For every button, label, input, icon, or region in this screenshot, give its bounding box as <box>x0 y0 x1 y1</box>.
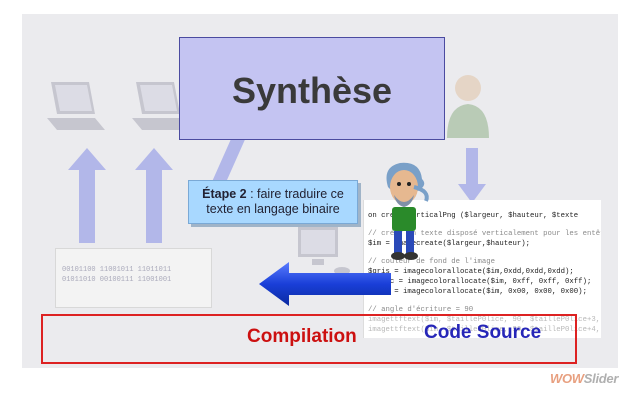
step-number: Étape 2 <box>202 187 247 201</box>
code-line: $im = imagecreate($largeur,$hauteur); <box>368 240 531 248</box>
code-line: $gris = imagecolorallocate($im,0xdd,0xdd… <box>368 268 574 276</box>
up-arrow-icon <box>135 148 173 243</box>
laptop-icon <box>47 82 105 130</box>
programmer-character <box>386 162 429 260</box>
step-callout: Étape 2 : faire traduire ce texte en lan… <box>188 180 358 224</box>
step-description: : faire traduire ce texte en langage bin… <box>206 187 344 216</box>
compilation-frame <box>41 314 577 364</box>
code-line: on createVerticalPng ($largeur, $hauteur… <box>368 212 579 220</box>
watermark-part2: Slider <box>583 371 619 386</box>
code-line: // angle d'écriture = 90 <box>368 306 474 314</box>
code-line: $blanc = imagecolorallocate($im, 0xff, 0… <box>368 278 592 286</box>
watermark-part1: WOW <box>550 371 584 386</box>
title-box: Synthèse <box>179 37 445 140</box>
code-line: $noir = imagecolorallocate($im, 0x00, 0x… <box>368 288 587 296</box>
code-line: imagettftext($im, $tailleP0lice, 90, $ta… <box>368 326 601 334</box>
binary-line: 00101100 11001011 11011011 <box>62 266 172 274</box>
monitor-icon <box>298 227 350 275</box>
left-arrow-icon <box>259 262 391 306</box>
compilation-label: Compilation <box>247 326 357 347</box>
person-icon <box>447 75 489 138</box>
down-arrow-icon <box>458 148 486 203</box>
slide-title: Synthèse <box>231 69 393 111</box>
up-arrow-icon <box>68 148 106 243</box>
code-source-label: Code Source <box>424 322 542 343</box>
code-line: imagettftext($im, $tailleP0lice, 90, $ta… <box>368 316 601 324</box>
code-line: // couleur de fond de l'image <box>368 258 495 266</box>
laptop-icon <box>132 82 190 130</box>
binary-line: 01011010 00100111 11001001 <box>62 276 172 284</box>
wowslider-watermark[interactable]: WOWSlider <box>550 371 618 386</box>
binary-box: 00101100 11001011 11011011 01011010 0010… <box>55 248 212 308</box>
